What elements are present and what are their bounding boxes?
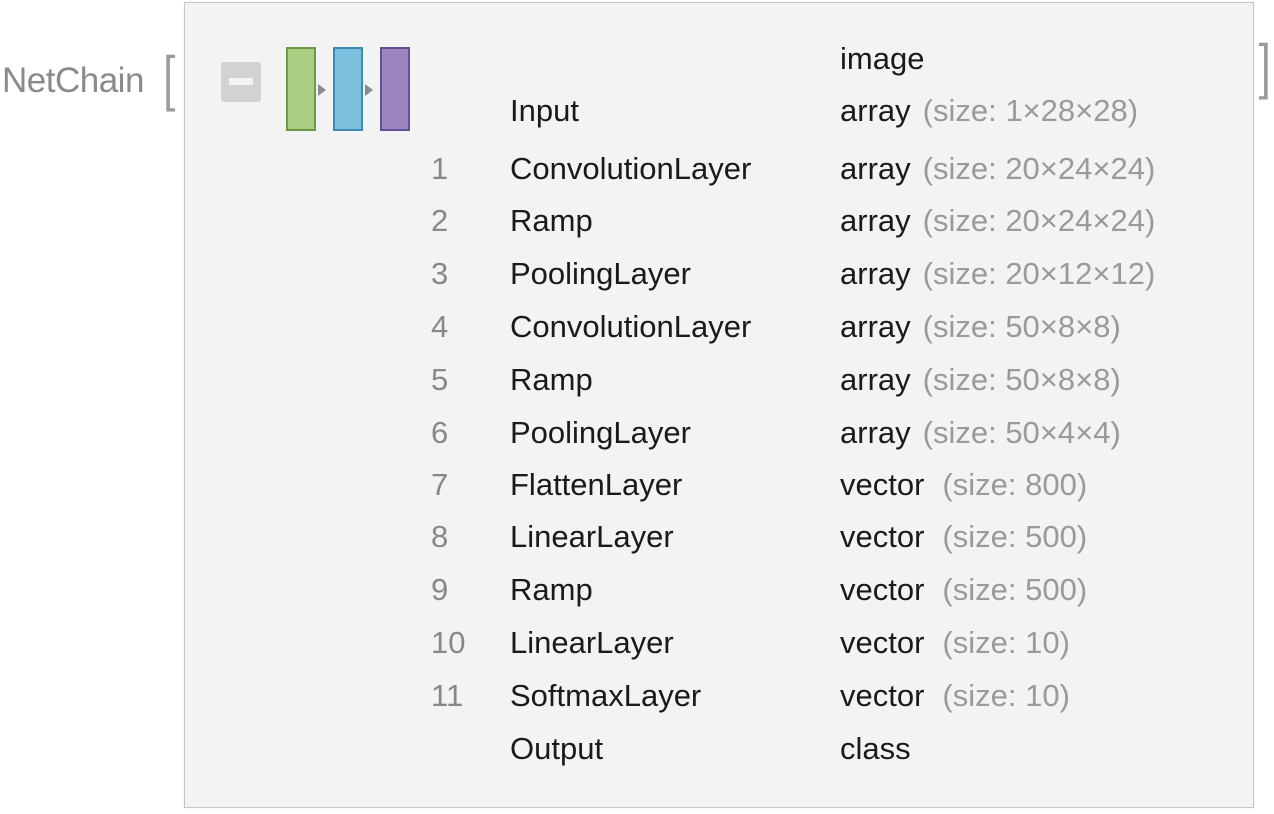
layer-index: 8 bbox=[431, 519, 449, 554]
layer-row-1: 1 ConvolutionLayer array (size: 20×24×24) bbox=[185, 143, 1253, 195]
layer-size: (size: 800) bbox=[942, 467, 1088, 502]
layer-type: vector bbox=[840, 572, 925, 607]
layer-size: (size: 10) bbox=[942, 678, 1070, 713]
open-bracket: [ bbox=[163, 45, 178, 119]
arrow-icon-1 bbox=[318, 84, 326, 96]
layer-row-2: 2 Ramp array (size: 20×24×24) bbox=[185, 195, 1253, 247]
layer-type: vector bbox=[840, 625, 925, 660]
input-type: array bbox=[840, 93, 911, 128]
layer-type: array bbox=[840, 203, 911, 238]
layer-block-1 bbox=[286, 47, 316, 131]
layer-type: array bbox=[840, 309, 911, 344]
close-bracket: ] bbox=[1256, 33, 1271, 107]
layer-size: (size: 20×12×12) bbox=[922, 256, 1156, 291]
layer-index: 2 bbox=[431, 203, 449, 238]
netchain-graph-icon bbox=[286, 47, 410, 131]
layer-size: (size: 500) bbox=[942, 572, 1088, 607]
layer-name: FlattenLayer bbox=[510, 467, 683, 502]
input-name: Input bbox=[510, 93, 579, 128]
input-type-top-row: image bbox=[185, 33, 1253, 85]
layer-index: 6 bbox=[431, 415, 449, 450]
layer-row-6: 6 PoolingLayer array (size: 50×4×4) bbox=[185, 407, 1253, 459]
layer-size: (size: 20×24×24) bbox=[922, 203, 1156, 238]
layer-name: SoftmaxLayer bbox=[510, 678, 702, 713]
layer-block-2 bbox=[333, 47, 363, 131]
layer-block-3 bbox=[380, 47, 410, 131]
layer-size: (size: 50×8×8) bbox=[922, 362, 1121, 397]
layer-name: Ramp bbox=[510, 572, 593, 607]
layer-name: ConvolutionLayer bbox=[510, 309, 752, 344]
layer-type: array bbox=[840, 362, 911, 397]
layer-row-5: 5 Ramp array (size: 50×8×8) bbox=[185, 354, 1253, 406]
layer-type: vector bbox=[840, 467, 925, 502]
layer-name: LinearLayer bbox=[510, 625, 674, 660]
output-row: Output class bbox=[185, 723, 1253, 775]
layer-index: 3 bbox=[431, 256, 449, 291]
layer-name: ConvolutionLayer bbox=[510, 151, 752, 186]
layer-name: PoolingLayer bbox=[510, 256, 691, 291]
collapse-button[interactable] bbox=[221, 62, 261, 102]
layer-row-7: 7 FlattenLayer vector (size: 800) bbox=[185, 459, 1253, 511]
layer-size: (size: 10) bbox=[942, 625, 1070, 660]
output-type: class bbox=[840, 731, 911, 766]
layer-index: 1 bbox=[431, 151, 449, 186]
layer-row-3: 3 PoolingLayer array (size: 20×12×12) bbox=[185, 248, 1253, 300]
layer-size: (size: 500) bbox=[942, 519, 1088, 554]
layer-size: (size: 50×4×4) bbox=[922, 415, 1121, 450]
layer-name: Ramp bbox=[510, 203, 593, 238]
netchain-head: NetChain bbox=[2, 61, 144, 100]
layer-size: (size: 50×8×8) bbox=[922, 309, 1121, 344]
layer-index: 7 bbox=[431, 467, 449, 502]
layer-index: 5 bbox=[431, 362, 449, 397]
layer-row-8: 8 LinearLayer vector (size: 500) bbox=[185, 511, 1253, 563]
output-name: Output bbox=[510, 731, 604, 766]
layer-index: 11 bbox=[431, 678, 464, 713]
layer-type: vector bbox=[840, 678, 925, 713]
layer-row-9: 9 Ramp vector (size: 500) bbox=[185, 564, 1253, 616]
arrow-icon-2 bbox=[365, 84, 373, 96]
input-size: (size: 1×28×28) bbox=[922, 93, 1139, 128]
layer-type: vector bbox=[840, 519, 925, 554]
layer-type: array bbox=[840, 256, 911, 291]
layer-row-10: 10 LinearLayer vector (size: 10) bbox=[185, 617, 1253, 669]
input-type-top: image bbox=[840, 41, 925, 76]
netchain-summary-panel: image Input array (size: 1×28×28) 1 Convo… bbox=[184, 2, 1254, 808]
layer-index: 4 bbox=[431, 309, 449, 344]
layer-index: 9 bbox=[431, 572, 449, 607]
minus-icon bbox=[229, 78, 253, 85]
layer-type: array bbox=[840, 151, 911, 186]
layer-size: (size: 20×24×24) bbox=[922, 151, 1156, 186]
layer-name: LinearLayer bbox=[510, 519, 674, 554]
layer-row-4: 4 ConvolutionLayer array (size: 50×8×8) bbox=[185, 301, 1253, 353]
layer-name: Ramp bbox=[510, 362, 593, 397]
layer-index: 10 bbox=[431, 625, 466, 660]
layer-row-11: 11 SoftmaxLayer vector (size: 10) bbox=[185, 670, 1253, 722]
layer-type: array bbox=[840, 415, 911, 450]
input-row: Input array (size: 1×28×28) bbox=[185, 85, 1253, 137]
layer-name: PoolingLayer bbox=[510, 415, 691, 450]
